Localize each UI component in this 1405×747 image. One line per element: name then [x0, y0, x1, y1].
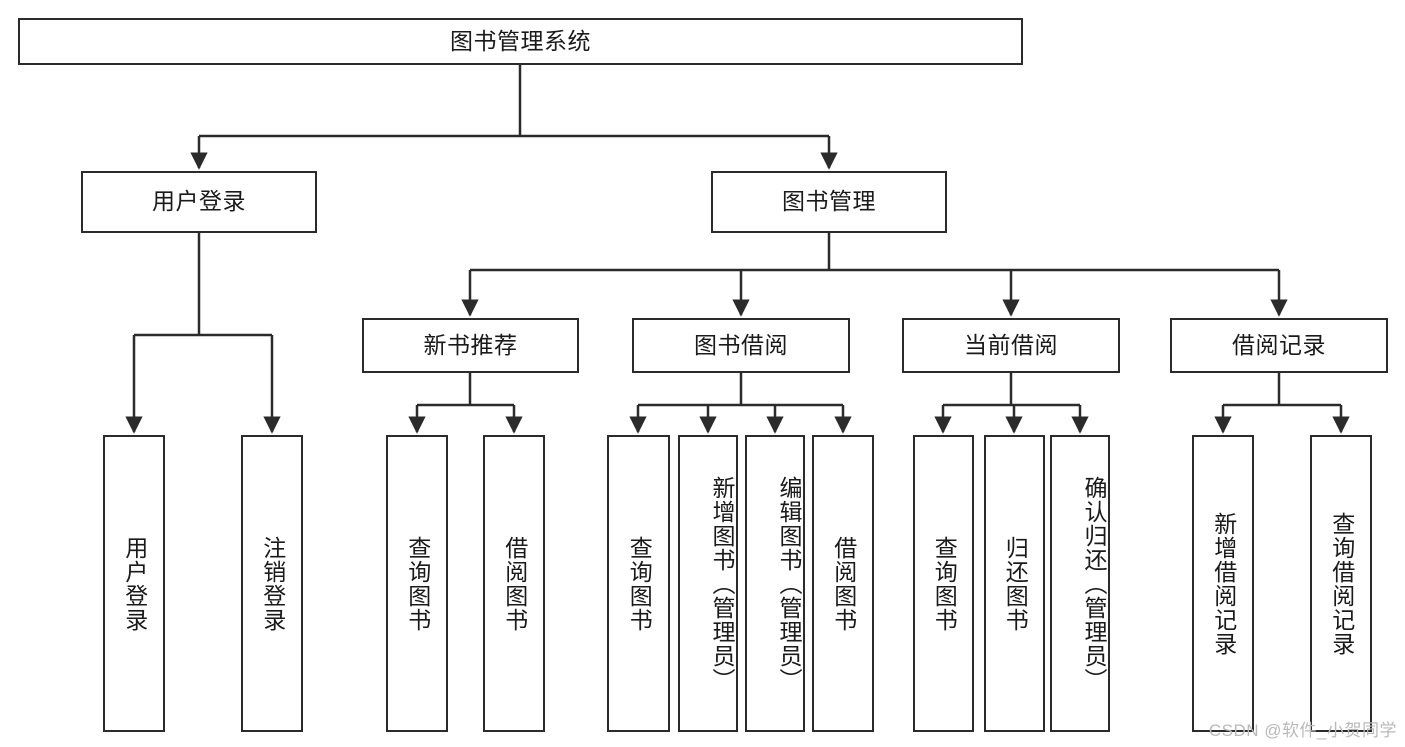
- node-book-borrow[interactable]: 图书借阅: [632, 318, 850, 373]
- node-leaf-return-book[interactable]: 归还图书: [984, 435, 1045, 732]
- node-borrow-record-label: 借阅记录: [1232, 331, 1326, 358]
- watermark: CSDN @软件_小贺同学: [1208, 721, 1397, 740]
- node-leaf-user-logout[interactable]: 注销登录: [241, 435, 303, 732]
- node-current-borrow-label: 当前借阅: [964, 331, 1058, 358]
- node-leaf-user-login[interactable]: 用户登录: [103, 435, 165, 732]
- node-root-label: 图书管理系统: [450, 27, 591, 54]
- node-leaf-add-book-admin[interactable]: 新增图书（管理员）: [678, 435, 738, 732]
- node-user-login-label: 用户登录: [152, 188, 246, 215]
- node-leaf-query-borrow-record[interactable]: 查询借阅记录: [1310, 435, 1372, 732]
- node-book-management[interactable]: 图书管理: [711, 171, 947, 233]
- node-borrow-record[interactable]: 借阅记录: [1170, 318, 1388, 373]
- node-new-book-recommend-label: 新书推荐: [423, 331, 518, 358]
- node-leaf-borrow-book[interactable]: 借阅图书: [812, 435, 874, 732]
- node-leaf-edit-book-admin[interactable]: 编辑图书（管理员）: [745, 435, 805, 732]
- node-user-login[interactable]: 用户登录: [81, 171, 317, 233]
- node-book-borrow-label: 图书借阅: [694, 331, 788, 358]
- node-root[interactable]: 图书管理系统: [18, 18, 1023, 65]
- node-leaf-query-book-new[interactable]: 查询图书: [386, 435, 448, 732]
- node-new-book-recommend[interactable]: 新书推荐: [362, 318, 579, 373]
- node-book-management-label: 图书管理: [782, 188, 876, 215]
- node-leaf-borrow-book-new[interactable]: 借阅图书: [483, 435, 545, 732]
- node-leaf-query-book-current[interactable]: 查询图书: [913, 435, 974, 732]
- node-current-borrow[interactable]: 当前借阅: [902, 318, 1120, 373]
- node-leaf-add-borrow-record[interactable]: 新增借阅记录: [1192, 435, 1254, 732]
- node-leaf-query-book-borrow[interactable]: 查询图书: [607, 435, 670, 732]
- node-leaf-confirm-return-admin[interactable]: 确认归还（管理员）: [1050, 435, 1110, 732]
